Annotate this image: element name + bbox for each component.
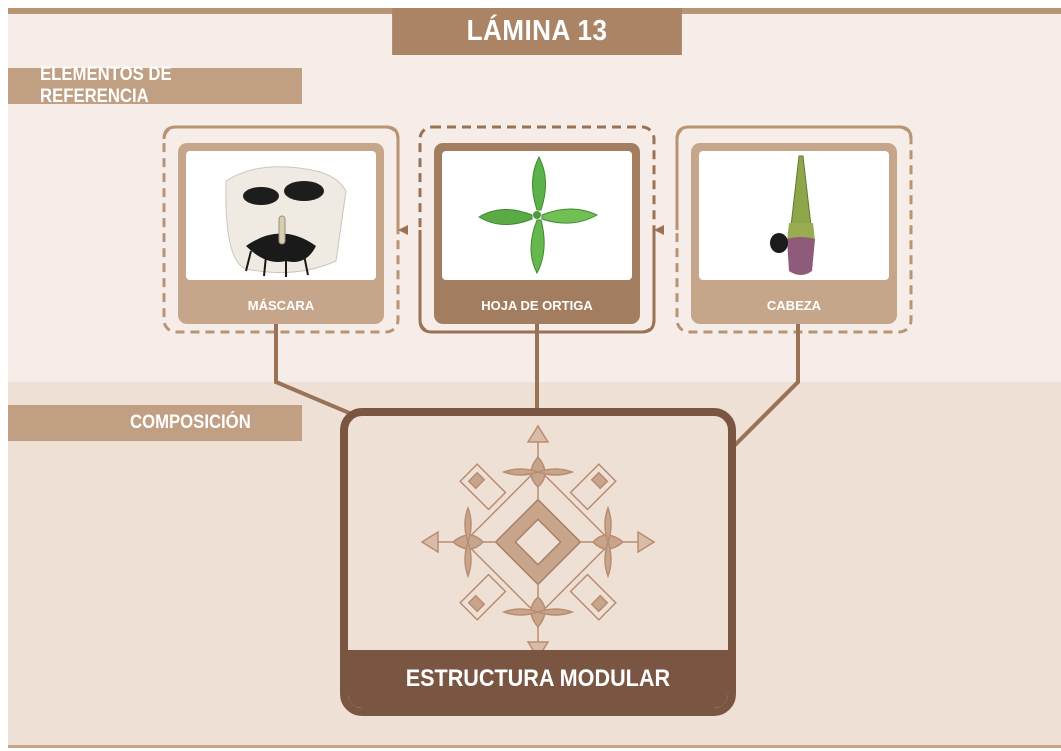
section-label-composition: COMPOSICIÓN	[8, 405, 302, 441]
frame-mascara-solid-top	[162, 125, 400, 230]
reference-card-mascara: MÁSCARA	[178, 143, 384, 324]
arrow-cabeza-to-hoja	[654, 225, 664, 235]
structure-label-text: ESTRUCTURA MODULAR	[405, 665, 671, 692]
reference-card-mascara-label: MÁSCARA	[247, 297, 315, 313]
section-label-reference-text: ELEMENTOS DE REFERENCIA	[40, 64, 172, 107]
section-label-composition-text: COMPOSICIÓN	[130, 412, 251, 433]
arrow-hoja-to-mascara	[398, 225, 408, 235]
reference-card-hoja-label: HOJA DE ORTIGA	[481, 297, 593, 313]
page-title: LÁMINA 13	[392, 8, 682, 55]
motif-arm	[501, 424, 575, 502]
section-label-reference: ELEMENTOS DE REFERENCIA	[8, 64, 302, 107]
structure-label: ESTRUCTURA MODULAR	[348, 650, 728, 708]
mask-photo	[186, 151, 376, 280]
frame-cabeza-solid-top	[675, 125, 913, 230]
reference-card-hoja: HOJA DE ORTIGA	[434, 143, 640, 324]
reference-card-cabeza: CABEZA	[691, 143, 897, 324]
nettle-leaf-photo	[442, 151, 632, 280]
head-figure-photo	[699, 151, 889, 280]
bottom-rule	[8, 745, 1061, 748]
reference-card-cabeza-label: CABEZA	[766, 297, 822, 313]
modular-structure-motif	[420, 424, 656, 660]
structure-panel: ESTRUCTURA MODULAR	[340, 408, 736, 716]
